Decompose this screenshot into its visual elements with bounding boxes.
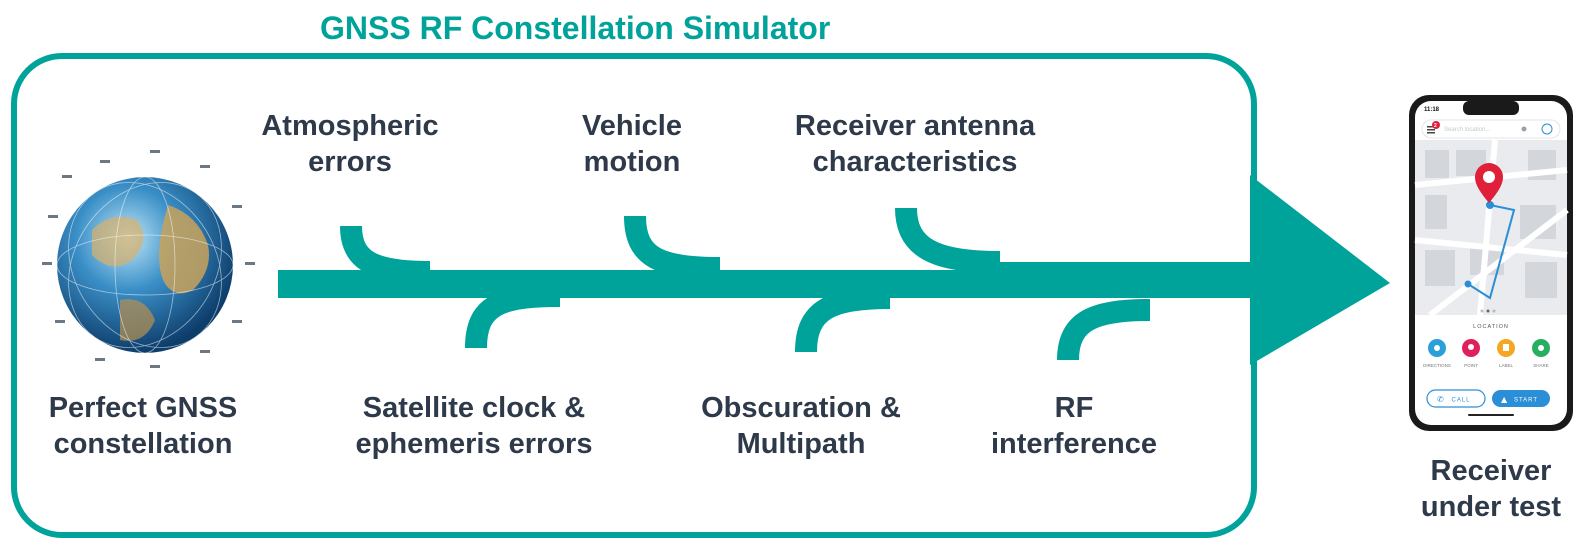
call-button-label: CALL	[1451, 398, 1470, 404]
obscuration-line1: Obscuration &	[701, 392, 901, 424]
flag-icon	[1503, 344, 1509, 351]
route-line	[1467, 204, 1516, 300]
start-arrow-icon: ▲	[1501, 395, 1508, 404]
atmospheric-errors-label: Atmospheric errors	[240, 108, 460, 180]
obscuration-line2: Multipath	[736, 428, 866, 460]
directions-icon	[1434, 345, 1440, 351]
curve-rf-interference	[1057, 299, 1151, 361]
obscuration-label: Obscuration & Multipath	[680, 390, 922, 462]
perfect-constellation-label: Perfect GNSS constellation	[30, 390, 256, 462]
globe-icon	[42, 150, 255, 368]
satellite-clock-line1: Satellite clock &	[362, 392, 586, 424]
receiver-under-test-line1: Receiver	[1430, 455, 1552, 487]
menu-icon[interactable]	[1427, 126, 1435, 128]
receiver-antenna-line1: Receiver antenna	[794, 110, 1036, 142]
satellite-clock-label: Satellite clock & ephemeris errors	[334, 390, 614, 462]
rf-interference-line2: interference	[990, 428, 1157, 460]
phone-search-placeholder: Search location...	[1444, 127, 1491, 133]
perfect-constellation-line2: constellation	[53, 428, 233, 460]
notification-badge	[1432, 121, 1440, 129]
notification-count: 2	[1434, 123, 1437, 129]
receiver-antenna-line2: characteristics	[812, 146, 1018, 178]
receiver-under-test-line2: under test	[1420, 491, 1562, 523]
diagram-title: GNSS RF Constellation Simulator	[320, 10, 831, 46]
mic-icon[interactable]	[1521, 126, 1527, 132]
rf-interference-label: RF interference	[970, 390, 1178, 462]
atmospheric-errors-line2: errors	[308, 146, 392, 178]
share-icon	[1538, 345, 1544, 351]
curve-antenna	[895, 207, 1001, 273]
curve-atmospheric	[340, 225, 431, 283]
start-button[interactable]	[1492, 390, 1550, 407]
vehicle-motion-label: Vehicle motion	[542, 108, 722, 180]
receiver-under-test-label: Receiver under test	[1403, 453, 1579, 525]
phone-notch	[1463, 101, 1519, 115]
phone-icon: ✆	[1437, 395, 1444, 404]
share-label: SHARE	[1533, 363, 1549, 368]
start-button-label: START	[1514, 398, 1538, 404]
call-button[interactable]	[1426, 389, 1486, 408]
signal-arrow	[278, 175, 1390, 365]
curve-vehicle-motion	[624, 215, 721, 279]
satellite-clock-line2: ephemeris errors	[355, 428, 593, 460]
directions-label: DIRECTIONS	[1423, 363, 1451, 368]
phone-search-bar[interactable]	[1421, 119, 1561, 139]
pin-icon	[1468, 344, 1474, 350]
phone-device: ✆ ▲ 11:18 2 Search location... LOCATION …	[1409, 95, 1573, 431]
label-label: LABEL	[1499, 363, 1514, 368]
point-label: POINT	[1464, 363, 1478, 368]
atmospheric-errors-line1: Atmospheric	[261, 110, 439, 142]
home-indicator	[1468, 414, 1514, 416]
location-section-label: LOCATION	[1473, 324, 1509, 330]
navigate-icon[interactable]	[1541, 123, 1553, 135]
vehicle-motion-line2: motion	[583, 146, 681, 178]
perfect-constellation-line1: Perfect GNSS	[48, 392, 238, 424]
curve-satellite-clock	[465, 285, 561, 349]
rf-interference-line1: RF	[1054, 392, 1094, 424]
curve-obscuration	[795, 287, 891, 353]
vehicle-motion-line1: Vehicle	[582, 110, 682, 142]
phone-time: 11:18	[1424, 107, 1440, 113]
receiver-antenna-label: Receiver antenna characteristics	[770, 108, 1060, 180]
